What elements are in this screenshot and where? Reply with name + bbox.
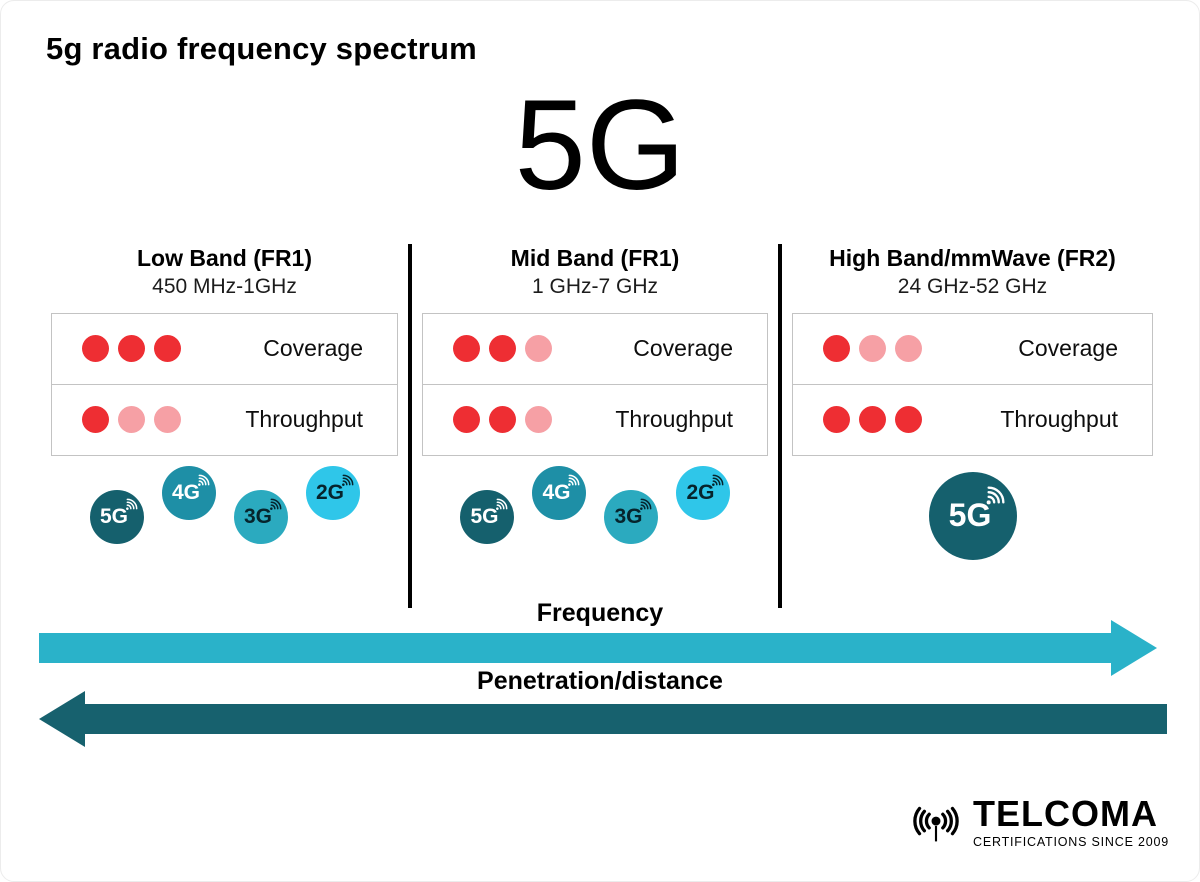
signal-icon [568, 474, 580, 486]
rating-dot-full [82, 406, 109, 434]
rating-dot-full [82, 335, 109, 363]
rating-dot-fade [525, 406, 552, 434]
rating-dot-full [453, 406, 480, 434]
badge-5g: 5G [460, 489, 514, 544]
signal-icon [986, 486, 1005, 505]
throughput-box: Throughput [51, 383, 398, 456]
logo-text: TELCOMA CERTIFICATIONS SINCE 2009 [973, 793, 1169, 850]
signal-icon [269, 498, 281, 510]
band-range: 1 GHz-7 GHz [531, 274, 659, 298]
band-low: Low Band (FR1) 450 MHz-1GHz Coverage Thr… [41, 244, 408, 608]
rating-dot-full [859, 406, 886, 434]
bands-row: Low Band (FR1) 450 MHz-1GHz Coverage Thr… [41, 244, 1163, 608]
throughput-label: Throughput [245, 406, 363, 433]
penetration-arrow-body [85, 704, 1167, 734]
signal-icon [125, 498, 137, 510]
coverage-box: Coverage [792, 312, 1153, 385]
band-name: Low Band (FR1) [136, 245, 313, 271]
penetration-arrow-head [39, 691, 85, 747]
badge-2g: 2G [676, 465, 730, 520]
frequency-axis-label: Frequency [536, 599, 664, 627]
frequency-arrow-head [1111, 620, 1157, 676]
rating-dot-fade [154, 406, 181, 434]
throughput-label: Throughput [615, 406, 733, 433]
badge-3g: 3G [233, 489, 288, 544]
generation-circles: 5G 4G 3G 2G [41, 456, 408, 584]
coverage-dots [82, 335, 181, 363]
rating-dot-full [823, 406, 850, 434]
logo-tagline: CERTIFICATIONS SINCE 2009 [973, 835, 1169, 849]
signal-icon [712, 474, 724, 486]
coverage-dots [823, 335, 922, 363]
rating-dot-fade [118, 406, 145, 434]
badge-5g: 5G [928, 471, 1017, 560]
throughput-dots [453, 406, 552, 434]
band-range: 24 GHz-52 GHz [897, 274, 1048, 298]
hero-5g-text: 5G [514, 74, 686, 217]
coverage-dots [453, 335, 552, 363]
coverage-box: Coverage [422, 312, 768, 385]
throughput-dots [82, 406, 181, 434]
vertical-divider [778, 244, 782, 608]
coverage-label: Coverage [633, 335, 733, 362]
page-title: 5g radio frequency spectrum [46, 31, 477, 66]
coverage-label: Coverage [1018, 335, 1118, 362]
band-name: High Band/mmWave (FR2) [829, 245, 1116, 271]
logo-brand: TELCOMA [973, 793, 1158, 834]
telcoma-logo: TELCOMA CERTIFICATIONS SINCE 2009 [905, 796, 1169, 849]
generation-circles: 5G [782, 456, 1163, 584]
rating-dot-full [154, 335, 181, 363]
throughput-dots [823, 406, 922, 434]
generation-circles: 5G 4G 3G 2G [412, 456, 778, 584]
signal-icon [496, 498, 508, 510]
rating-dot-full [895, 406, 922, 434]
rating-dot-fade [525, 335, 552, 363]
rating-dot-full [453, 335, 480, 363]
band-mid: Mid Band (FR1) 1 GHz-7 GHz Coverage Thro… [412, 244, 778, 608]
rating-dot-full [489, 406, 516, 434]
rating-dot-fade [895, 335, 922, 363]
throughput-box: Throughput [422, 383, 768, 456]
vertical-divider [408, 244, 412, 608]
radio-waves-icon [913, 806, 959, 841]
rating-dot-full [489, 335, 516, 363]
badge-5g: 5G [89, 489, 144, 544]
coverage-label: Coverage [263, 335, 363, 362]
frequency-arrow-body [39, 633, 1111, 663]
band-high: High Band/mmWave (FR2) 24 GHz-52 GHz Cov… [782, 244, 1163, 608]
penetration-arrow [39, 691, 1167, 747]
throughput-box: Throughput [792, 383, 1153, 456]
coverage-box: Coverage [51, 312, 398, 385]
badge-4g: 4G [532, 465, 586, 520]
penetration-axis-label: Penetration/distance [477, 667, 723, 695]
badge-2g: 2G [305, 465, 360, 520]
signal-icon [640, 498, 652, 510]
rating-dot-fade [859, 335, 886, 363]
badge-3g: 3G [604, 489, 658, 544]
signal-icon [197, 474, 209, 486]
frequency-arrow [39, 620, 1159, 676]
badge-4g: 4G [161, 465, 216, 520]
throughput-label: Throughput [1000, 406, 1118, 433]
band-name: Mid Band (FR1) [510, 245, 680, 271]
band-range: 450 MHz-1GHz [152, 274, 297, 298]
rating-dot-full [823, 335, 850, 363]
signal-icon [341, 474, 353, 486]
rating-dot-full [118, 335, 145, 363]
